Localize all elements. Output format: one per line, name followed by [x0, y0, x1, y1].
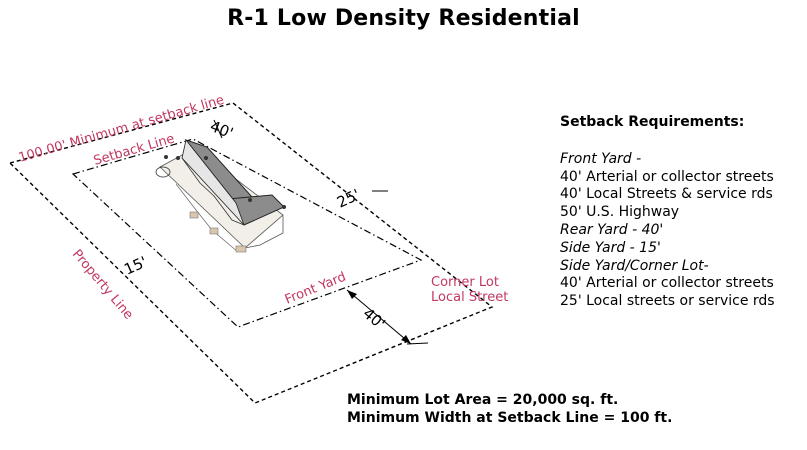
dimension-rear-label: 40'	[208, 117, 236, 142]
house-drawing	[155, 138, 286, 253]
lot-requirements-footer: Minimum Lot Area = 20,000 sq. ft. Minimu…	[347, 391, 672, 427]
front-yard-label: Front Yard	[283, 270, 348, 308]
setback-line: Front Yard -	[560, 150, 642, 167]
corner-lot-street-label: Local Street	[431, 290, 508, 305]
minimum-width: Minimum Width at Setback Line = 100 ft.	[347, 410, 673, 426]
setback-line: 50' U.S. Highway	[560, 204, 680, 221]
property-line-label: Property Line	[69, 247, 136, 323]
setback-line: 40' Arterial or collector streets	[560, 275, 774, 292]
setback-line: Side Yard/Corner Lot-	[560, 257, 709, 274]
setback-line: Side Yard - 15'	[560, 239, 661, 256]
setback-line-boundary	[71, 138, 423, 328]
setback-line: 25' Local streets or service rds	[560, 293, 775, 310]
dimension-side-right-label: 25'	[334, 185, 363, 211]
setback-requirements-panel: Setback Requirements: Front Yard - 40' A…	[560, 114, 805, 311]
dimension-front	[346, 289, 429, 345]
page-title: R-1 Low Density Residential	[227, 6, 580, 31]
minimum-lot-area: Minimum Lot Area = 20,000 sq. ft.	[347, 392, 619, 408]
property-line-boundary	[8, 102, 494, 404]
dimension-rear-line	[213, 119, 223, 139]
dimension-front-label: 40'	[359, 304, 388, 333]
house-porch	[155, 166, 171, 178]
setback-line: 40' Local Streets & service rds	[560, 186, 773, 203]
setback-requirements-heading: Setback Requirements:	[560, 114, 745, 130]
corner-lot-label: Corner Lot	[431, 275, 499, 290]
setback-line: 40' Arterial or collector streets	[560, 168, 774, 185]
setback-line: Rear Yard - 40'	[560, 221, 664, 238]
dimension-side-left-label: 15'	[121, 253, 150, 279]
